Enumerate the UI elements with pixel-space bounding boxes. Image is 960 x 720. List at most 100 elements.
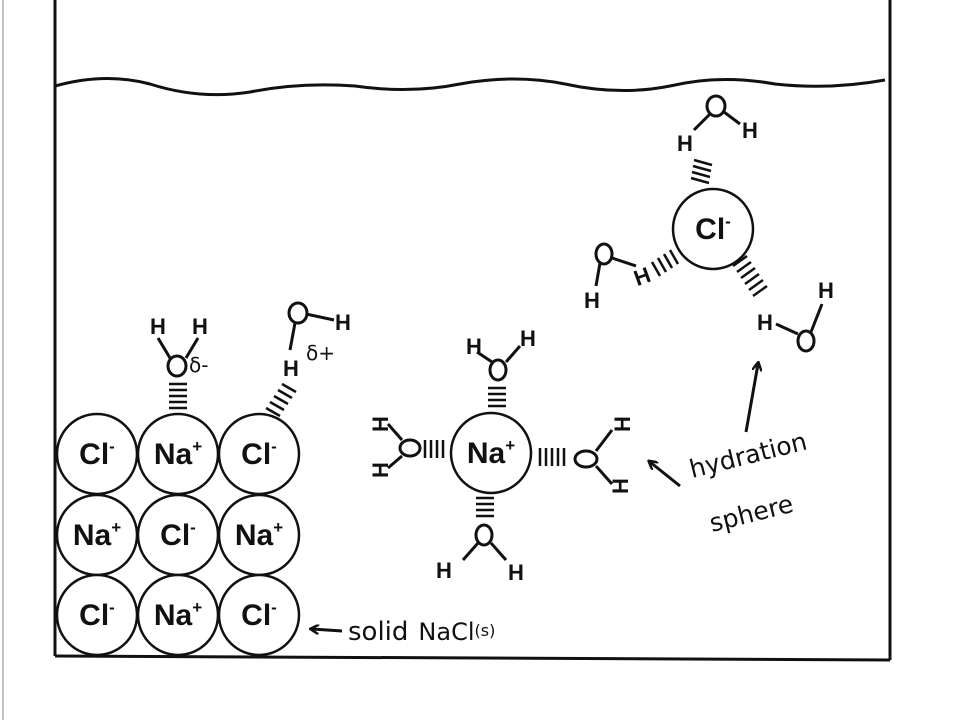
hydrogen-atom: H (192, 314, 208, 339)
ion-na: Na+ (217, 493, 301, 577)
ion-dipole-attraction (488, 386, 506, 408)
hydrogen-atom: H (584, 288, 600, 313)
ion-charge: + (273, 518, 283, 537)
svg-text:Na+: Na+ (235, 518, 283, 552)
hydrogen-atom: H (757, 310, 773, 335)
hydrogen-atom: H (508, 560, 524, 585)
solid-label-prefix: solid (348, 617, 408, 647)
ion-dipole-attraction (650, 249, 680, 277)
hydrogen-atom: H (368, 416, 393, 432)
hydrogen-atom: H (283, 356, 299, 381)
ion-charge: - (109, 598, 115, 617)
ion-cl: Cl- (55, 573, 139, 657)
hydrogen-atom: H (818, 278, 834, 303)
ion-charge: + (192, 598, 202, 617)
ion-charge: + (192, 437, 202, 456)
partial-charge-delta-plus: δ+ (306, 341, 335, 365)
ion-symbol: Na (73, 519, 112, 552)
arrow-to-solid (312, 629, 343, 631)
water-molecule: H H (732, 254, 834, 353)
partial-charge-delta-minus: δ- (189, 353, 208, 377)
water-molecule: H H (584, 242, 680, 313)
ion-charge: + (505, 436, 515, 455)
hydrogen-atom: H (630, 262, 653, 291)
ion-symbol: Na (154, 438, 193, 471)
ion-cl: Cl- (55, 412, 139, 496)
ion-cl: Cl- (136, 493, 220, 577)
nacl-lattice: Cl- Na+ Cl- Na+ Cl- Na+ Cl- N (55, 412, 301, 657)
svg-text:Cl-: Cl- (160, 518, 196, 552)
ion-symbol: Na (467, 437, 506, 470)
svg-text:Cl-: Cl- (241, 598, 277, 632)
hydration-sphere-label: hydration sphere (686, 427, 809, 538)
oxygen-atom (488, 358, 508, 382)
ion-charge: - (725, 212, 731, 231)
svg-text:Na+: Na+ (73, 518, 121, 552)
ion-cl: Cl- (217, 412, 301, 496)
arrow-to-na-hydration (650, 462, 681, 488)
ion-na: Na+ (55, 493, 139, 577)
hydrogen-atom: H (335, 310, 351, 335)
water-molecule: H H (677, 94, 758, 185)
solid-nacl-label: solid NaCl(s) (312, 617, 495, 647)
ion-na: Na+ (136, 573, 220, 657)
ion-symbol: Cl (241, 438, 271, 471)
hydrogen-atom: H (677, 131, 693, 156)
svg-text:Na+: Na+ (467, 436, 515, 470)
svg-text:Na+: Na+ (154, 598, 202, 632)
ion-symbol: Cl (241, 599, 271, 632)
ion-symbol: Cl (79, 438, 109, 471)
hydrogen-atom: H (436, 558, 452, 583)
hydrogen-atom: H (150, 314, 166, 339)
ion-dipole-attraction (476, 496, 494, 518)
oxygen-atom (573, 449, 599, 469)
ion-dipole-attraction (538, 448, 566, 466)
oxygen-atom (594, 242, 614, 266)
svg-text:Cl-: Cl- (241, 437, 277, 471)
water-molecule-on-lattice-cl: H H δ+ (265, 301, 351, 418)
oxygen-atom (287, 301, 309, 325)
solid-label-formula: NaCl (418, 618, 474, 646)
ion-symbol: Cl (160, 519, 190, 552)
ion-charge: - (109, 437, 115, 456)
beaker-bottom (54, 654, 891, 662)
hydrogen-atom: H (610, 416, 635, 432)
ion-dipole-attraction (169, 382, 187, 410)
ion-charge: - (271, 437, 277, 456)
beaker (53, 0, 892, 662)
ion-symbol: Na (235, 519, 274, 552)
hydrated-na-ion: Na+ H H H (368, 326, 635, 585)
hydrogen-atom: H (608, 478, 633, 494)
water-molecule: H H (436, 496, 524, 585)
ion-dipole-attraction (690, 158, 713, 185)
hydration-label-line2: sphere (706, 489, 796, 538)
ion-dipole-attraction (732, 254, 768, 298)
ion-na: Na+ (136, 412, 220, 496)
water-surface (54, 77, 886, 97)
hydration-label-line1: hydration (686, 427, 809, 484)
svg-text:Cl-: Cl- (695, 212, 731, 246)
arrow-to-cl-hydration (744, 364, 758, 433)
ion-symbol: Cl (79, 599, 109, 632)
ion-charge: - (271, 598, 277, 617)
ion-charge: + (111, 518, 121, 537)
water-molecule: H H (368, 416, 445, 478)
hydrated-cl-ion: Cl- H H H H (584, 94, 834, 353)
hydrogen-atom: H (742, 118, 758, 143)
svg-text:Cl-: Cl- (79, 437, 115, 471)
oxygen-atom (166, 354, 188, 378)
oxygen-atom (796, 329, 816, 353)
ion-symbol: Cl (695, 213, 725, 246)
svg-text:Na+: Na+ (154, 437, 202, 471)
ion-charge: - (190, 518, 196, 537)
solid-label-state: (s) (475, 621, 496, 640)
water-molecule-on-lattice-na: H H δ- (150, 314, 208, 410)
ion-dipole-attraction (265, 382, 297, 418)
hydrogen-atom: H (520, 326, 536, 351)
water-molecule: H H (466, 326, 536, 408)
hydrogen-atom: H (368, 462, 393, 478)
oxygen-atom (398, 438, 422, 458)
ion-symbol: Na (154, 599, 193, 632)
